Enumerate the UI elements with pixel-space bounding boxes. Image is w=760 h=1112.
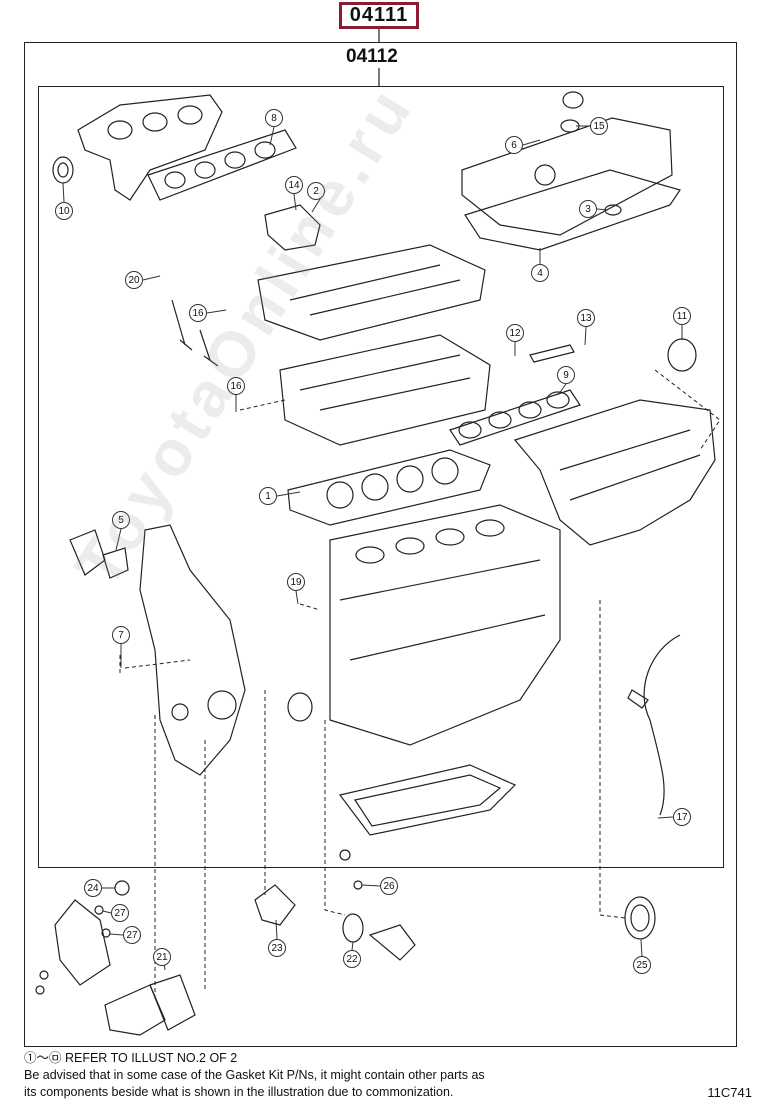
part-callout-27[interactable]: 27 [111, 904, 129, 922]
part-callout-11[interactable]: 11 [673, 307, 691, 325]
part-callout-13[interactable]: 13 [577, 309, 595, 327]
note-refer: ①～㉤ REFER TO ILLUST NO.2 OF 2 [24, 1051, 238, 1065]
part-callout-22[interactable]: 22 [343, 950, 361, 968]
cylinder-head-cover [461, 117, 673, 236]
water-outlet [69, 529, 106, 576]
cylinder-head [279, 334, 491, 446]
oil-pan [338, 764, 517, 836]
kit-frame [24, 42, 737, 1047]
note-line-1: Be advised that in some case of the Gask… [24, 1068, 485, 1082]
water-pump [104, 984, 166, 1036]
part-callout-27[interactable]: 27 [123, 926, 141, 944]
exhaust-manifold [77, 94, 223, 201]
thermostat-gasket [254, 884, 296, 926]
part-callout-3[interactable]: 3 [579, 200, 597, 218]
notes: ①～㉤ REFER TO ILLUST NO.2 OF 2 Be advised… [24, 1050, 624, 1101]
part-callout-7[interactable]: 7 [112, 626, 130, 644]
part-callout-17[interactable]: 17 [673, 808, 691, 826]
kit-part-number: 04111 [339, 2, 419, 29]
part-callout-23[interactable]: 23 [268, 939, 286, 957]
sub-kit-part-number: 04112 [346, 46, 398, 67]
part-callout-10[interactable]: 10 [55, 202, 73, 220]
part-callout-8[interactable]: 8 [265, 109, 283, 127]
part-callout-19[interactable]: 19 [287, 573, 305, 591]
head-cover-gasket [464, 169, 681, 251]
illustration-code: 11C741 [707, 1085, 752, 1100]
part-callout-24[interactable]: 24 [84, 879, 102, 897]
camshaft-housing [257, 244, 486, 341]
oil-seal-22 [342, 913, 364, 943]
note-line-2: its components beside what is shown in t… [24, 1085, 454, 1099]
intake-manifold-gasket [449, 389, 581, 446]
part-callout-5[interactable]: 5 [112, 511, 130, 529]
valve [171, 299, 193, 351]
part-callout-15[interactable]: 15 [590, 117, 608, 135]
part-callout-25[interactable]: 25 [633, 956, 651, 974]
exhaust-ring-gasket [52, 156, 74, 184]
part-callout-26[interactable]: 26 [380, 877, 398, 895]
cylinder-head-gasket [287, 449, 491, 526]
fuel-injector [529, 344, 575, 363]
part-callout-2[interactable]: 2 [307, 182, 325, 200]
part-callout-16[interactable]: 16 [227, 377, 245, 395]
part-callout-12[interactable]: 12 [506, 324, 524, 342]
cylinder-block [329, 504, 561, 746]
part-callout-21[interactable]: 21 [153, 948, 171, 966]
intake-manifold [513, 399, 716, 546]
timing-chain-cover [139, 524, 246, 776]
rear-oil-seal [624, 896, 656, 940]
water-pump-gasket [149, 974, 196, 1031]
part-callout-4[interactable]: 4 [531, 264, 549, 282]
part-callout-16[interactable]: 16 [189, 304, 207, 322]
part-callout-6[interactable]: 6 [505, 136, 523, 154]
part-callout-14[interactable]: 14 [285, 176, 303, 194]
sub-kit-frame [38, 86, 724, 868]
part-callout-9[interactable]: 9 [557, 366, 575, 384]
exhaust-manifold-gasket [147, 129, 297, 201]
part-callout-1[interactable]: 1 [259, 487, 277, 505]
oil-level-gauge [643, 634, 681, 816]
part-callout-20[interactable]: 20 [125, 271, 143, 289]
throttle-gasket [667, 338, 697, 372]
water-inlet [54, 899, 111, 986]
